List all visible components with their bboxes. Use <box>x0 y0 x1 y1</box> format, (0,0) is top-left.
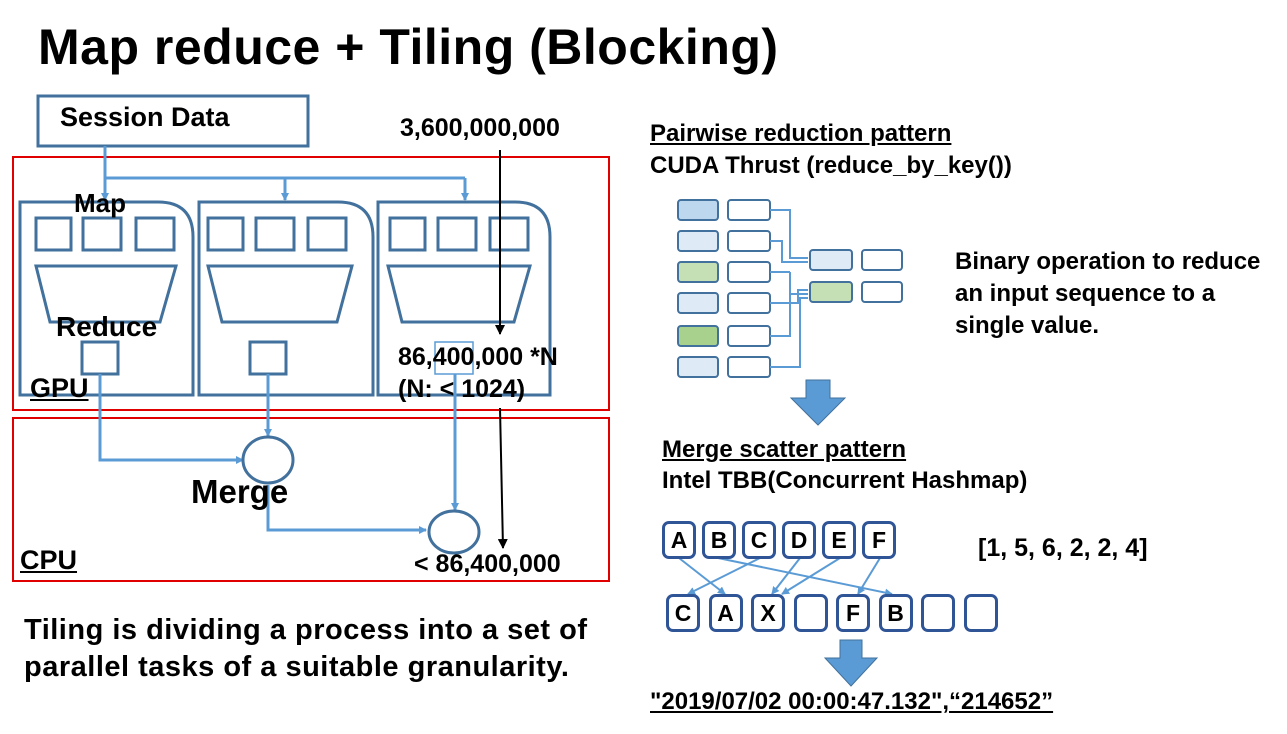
key-box: F <box>836 594 870 632</box>
pairwise-reduction-graphic <box>677 199 903 378</box>
key-box: X <box>751 594 785 632</box>
cpu-frame <box>12 417 610 582</box>
reduce-label: Reduce <box>56 311 158 342</box>
gpu-frame <box>12 156 610 411</box>
count-arrow-2 <box>497 407 508 549</box>
merge-node-2 <box>427 509 481 555</box>
key-box: B <box>702 521 736 559</box>
page-title: Map reduce + Tiling (Blocking) <box>38 19 779 75</box>
merge-lines <box>98 374 459 534</box>
merge-scatter-subtitle: Intel TBB(Concurrent Hashmap) <box>662 467 1028 494</box>
pairwise-subtitle: CUDA Thrust (reduce_by_key()) <box>650 152 1012 179</box>
scatter-arrows <box>678 557 893 597</box>
key-box: A <box>708 594 743 632</box>
key-box <box>793 594 828 632</box>
gpu-block-3 <box>376 200 552 397</box>
key-box: F <box>862 521 896 559</box>
key-box <box>963 594 998 632</box>
key-box: C <box>742 521 776 559</box>
gpu-block-1 <box>18 200 195 397</box>
values-list: [1, 5, 6, 2, 2, 4] <box>978 534 1148 562</box>
distribution-lines <box>101 146 469 201</box>
input-count: 3,600,000,000 <box>400 114 560 142</box>
merge-label: Merge <box>191 473 289 510</box>
cpu-count: < 86,400,000 <box>414 550 561 578</box>
key-box: A <box>662 521 696 559</box>
cpu-label: CPU <box>20 545 78 575</box>
key-box: C <box>666 594 700 632</box>
gpu-block-2 <box>197 200 375 397</box>
down-arrow-2 <box>823 639 879 687</box>
session-data-label: Session Data <box>60 102 230 132</box>
pairwise-title: Pairwise reduction pattern <box>650 120 952 147</box>
tiling-description: Tiling is dividing a process into a set … <box>24 614 588 683</box>
key-box: B <box>878 594 913 632</box>
key-box: D <box>782 521 816 559</box>
gpu-count: 86,400,000 *N <box>398 343 558 371</box>
session-data-box <box>36 94 310 148</box>
merge-scatter-title: Merge scatter pattern <box>662 436 907 463</box>
binary-operation-text: Binary operation to reduce an input sequ… <box>955 248 1261 339</box>
down-arrow-1 <box>789 379 847 426</box>
map-label: Map <box>74 188 126 218</box>
gpu-label: GPU <box>30 373 89 403</box>
gpu-count-n: (N: < 1024) <box>398 375 526 403</box>
key-box: E <box>822 521 856 559</box>
output-record: "2019/07/02 00:00:47.132",“214652” <box>650 688 1054 715</box>
merge-node-1 <box>241 435 295 485</box>
key-box <box>921 594 955 632</box>
